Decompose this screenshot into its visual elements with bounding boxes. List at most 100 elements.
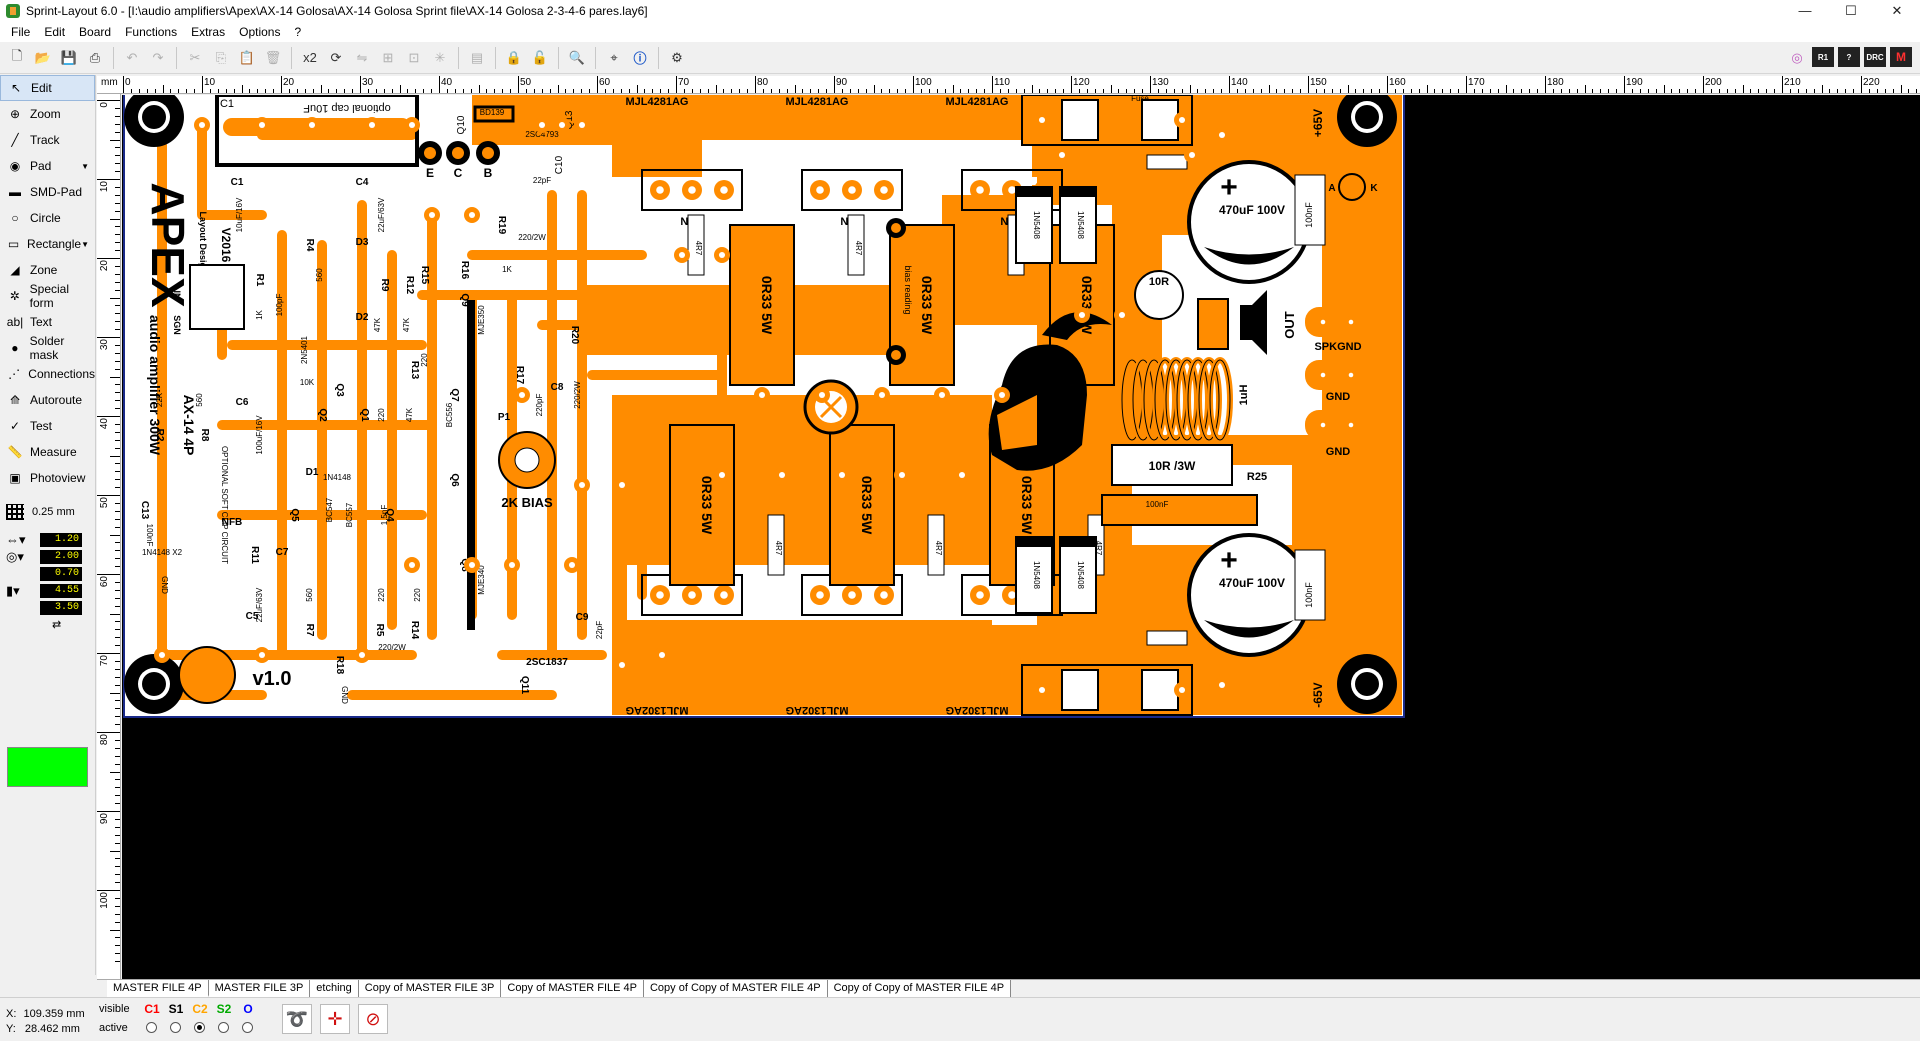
- rotate-icon[interactable]: ⟳: [330, 49, 342, 65]
- unlock-icon[interactable]: 🔓: [531, 49, 549, 65]
- board-label: R9: [379, 279, 390, 292]
- delete-icon[interactable]: 🗑: [264, 49, 282, 65]
- group-icon[interactable]: ⊡: [408, 49, 420, 65]
- ruler-tick: [1552, 89, 1554, 93]
- layer-o-active-radio[interactable]: [242, 1022, 253, 1033]
- gear-icon[interactable]: ⚙: [671, 49, 683, 65]
- close-button[interactable]: ✕: [1891, 3, 1903, 18]
- help-badge-button[interactable]: ?: [1838, 47, 1860, 67]
- tool-zone[interactable]: ◢Zone: [0, 257, 95, 283]
- tool-zoom[interactable]: ⊕Zoom: [0, 101, 95, 127]
- tab-copy-copy-master-4p-b[interactable]: Copy of Copy of MASTER FILE 4P: [827, 980, 1012, 997]
- r1-button[interactable]: R1: [1812, 47, 1834, 67]
- info-icon[interactable]: ⓘ: [633, 51, 647, 66]
- properties-icon[interactable]: ▤: [470, 49, 484, 65]
- layer-c2-active-radio[interactable]: [194, 1022, 205, 1033]
- tool-pad[interactable]: ◉Pad▼: [0, 153, 95, 179]
- ruler-tick: [1695, 89, 1697, 93]
- tool-circle[interactable]: ○Circle: [0, 205, 95, 231]
- tool-smd-pad[interactable]: ▬SMD-Pad: [0, 179, 95, 205]
- tab-master-file-3p[interactable]: MASTER FILE 3P: [208, 980, 311, 997]
- track-width-input[interactable]: 1.20: [40, 532, 82, 547]
- ruler-tick: [115, 526, 120, 528]
- mirror-icon[interactable]: ⇋: [356, 49, 368, 65]
- chevron-down-icon[interactable]: ▼: [81, 239, 89, 249]
- tool-photoview[interactable]: ▣Photoview: [0, 465, 95, 491]
- tool-track[interactable]: ╱Track: [0, 127, 95, 153]
- smd-width-input[interactable]: 4.55: [40, 583, 82, 598]
- tab-copy-master-4p[interactable]: Copy of MASTER FILE 4P: [501, 980, 644, 997]
- menu-options[interactable]: Options: [239, 25, 281, 39]
- crosshair-icon[interactable]: ⌖: [610, 49, 618, 65]
- maximize-button[interactable]: ☐: [1845, 3, 1857, 18]
- tool-rectangle[interactable]: ▭Rectangle▼: [0, 231, 95, 257]
- layer-s1-active-radio[interactable]: [170, 1022, 181, 1033]
- crosshair-target-button[interactable]: ✛: [320, 1004, 350, 1034]
- layer-s2-active-radio[interactable]: [218, 1022, 229, 1033]
- tool-test[interactable]: ✓Test: [0, 413, 95, 439]
- grid-selector[interactable]: 0.25 mm: [0, 499, 95, 525]
- disc-icon[interactable]: ◎: [1791, 50, 1803, 65]
- active-layer-color-swatch[interactable]: [7, 747, 88, 787]
- pad-inner-input[interactable]: 0.70: [40, 566, 82, 581]
- undo-icon[interactable]: ↶: [126, 49, 138, 65]
- menu-functions[interactable]: Functions: [125, 25, 178, 39]
- menu-help[interactable]: ?: [294, 25, 302, 39]
- tool-measure[interactable]: 📏Measure: [0, 439, 95, 465]
- redo-icon[interactable]: ↷: [152, 49, 164, 65]
- lock-icon[interactable]: 🔒: [505, 49, 523, 65]
- tool-text[interactable]: ab|Text: [0, 309, 95, 335]
- ruler-tick: [115, 479, 120, 481]
- new-file-icon[interactable]: 🗋: [11, 47, 23, 63]
- smd-height-input[interactable]: 3.50: [40, 600, 82, 615]
- chevron-down-icon[interactable]: ▼: [81, 161, 89, 171]
- ruler-tick: [1118, 89, 1120, 93]
- menu-edit[interactable]: Edit: [44, 25, 66, 39]
- layer-c1-toggle[interactable]: C1: [144, 1002, 160, 1016]
- pad-hole: [848, 591, 856, 599]
- layer-c1-active-radio[interactable]: [146, 1022, 157, 1033]
- open-folder-icon[interactable]: 📂: [34, 49, 52, 65]
- menu-extras[interactable]: Extras: [191, 25, 226, 39]
- swap-icon[interactable]: ⇄: [52, 619, 62, 631]
- save-icon[interactable]: 💾: [60, 49, 78, 65]
- connection-tool-button[interactable]: ➰: [282, 1004, 312, 1034]
- layer-o-toggle[interactable]: O: [243, 1002, 253, 1016]
- minimize-button[interactable]: —: [1798, 3, 1812, 18]
- track-width-row: ⇔▾ 1.20: [0, 531, 95, 548]
- copy-icon[interactable]: ⎘: [215, 49, 227, 65]
- tool-solder-mask[interactable]: ●Solder mask: [0, 334, 95, 362]
- tab-master-file-4p[interactable]: MASTER FILE 4P: [107, 980, 209, 997]
- tool-special-form[interactable]: ✲Special form: [0, 282, 95, 310]
- layer-c2-toggle[interactable]: C2: [192, 1002, 208, 1016]
- pad-outer-input[interactable]: 2.00: [40, 549, 82, 564]
- paste-icon[interactable]: 📋: [238, 49, 256, 65]
- board-label: R11: [249, 546, 260, 564]
- cut-icon[interactable]: ✂: [189, 49, 201, 65]
- tool-edit[interactable]: ↖Edit: [0, 75, 95, 101]
- tab-copy-master-3p[interactable]: Copy of MASTER FILE 3P: [358, 980, 502, 997]
- tab-etching[interactable]: etching: [310, 980, 359, 997]
- ungroup-icon[interactable]: ✳: [434, 49, 446, 65]
- menu-board[interactable]: Board: [79, 25, 112, 39]
- ruler-tick: [1426, 85, 1428, 93]
- macro-button[interactable]: M: [1890, 47, 1912, 67]
- print-icon[interactable]: ⎙: [89, 49, 101, 65]
- zoom-search-icon[interactable]: 🔍: [568, 49, 586, 65]
- tab-copy-copy-master-4p-a[interactable]: Copy of Copy of MASTER FILE 4P: [643, 980, 828, 997]
- align-icon[interactable]: ⊞: [382, 49, 394, 65]
- pad-hole: [1038, 116, 1046, 124]
- layer-s1-toggle[interactable]: S1: [168, 1002, 184, 1016]
- tool-connections[interactable]: ⋰Connections: [0, 361, 95, 387]
- zone-icon: ◢: [10, 263, 20, 277]
- drc-button[interactable]: DRC: [1864, 47, 1886, 67]
- airwire-off-button[interactable]: ⊘: [358, 1004, 388, 1034]
- layer-s2-toggle[interactable]: S2: [216, 1002, 232, 1016]
- duplicate-button[interactable]: x2: [303, 50, 317, 65]
- ruler-tick: [115, 755, 120, 757]
- arrow-cursor-icon: ↖: [10, 81, 22, 95]
- tool-autoroute[interactable]: ⟰Autoroute: [0, 387, 95, 413]
- menu-file[interactable]: File: [11, 25, 31, 39]
